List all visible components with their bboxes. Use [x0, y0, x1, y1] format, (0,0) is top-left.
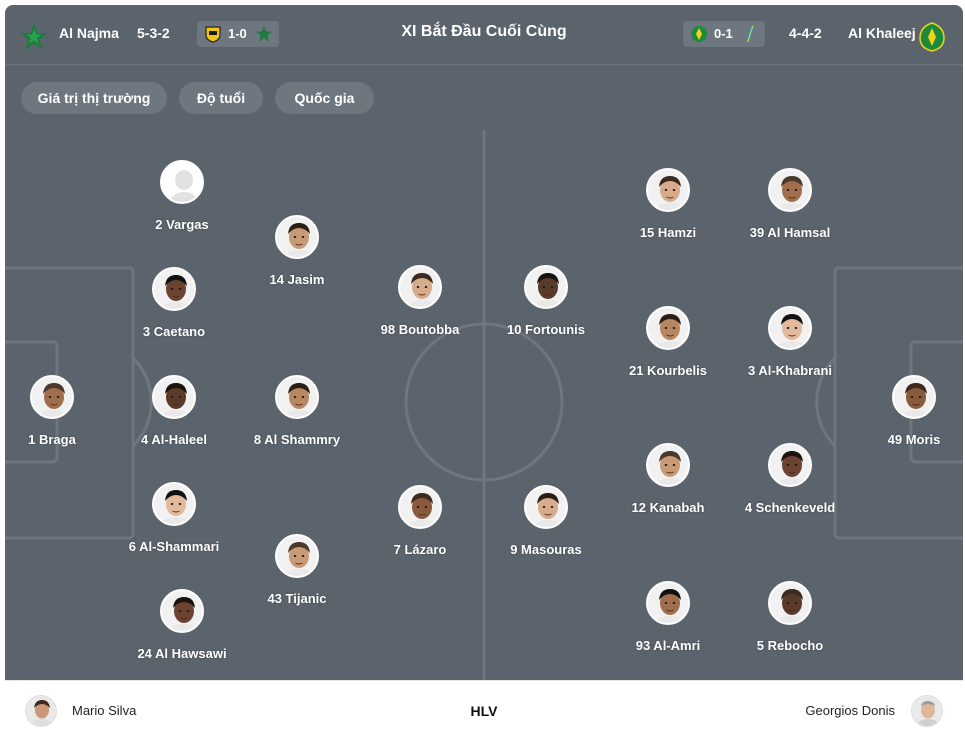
al-najma-mini-icon: [255, 25, 273, 42]
lineup-header: Al Najma 5-3-2 1-0 XI Bắt Đầu Cuối Cùng …: [5, 5, 963, 65]
player-name: 6 Al-Shammari: [128, 539, 220, 554]
player-avatar-icon: [524, 485, 568, 529]
player-avatar-icon: [768, 168, 812, 212]
player-name: 4 Al-Haleel: [141, 432, 207, 447]
player-name: 8 Al Shammry: [253, 432, 341, 447]
player-name: 9 Masouras: [510, 542, 582, 557]
player-name: 98 Boutobba: [380, 322, 460, 337]
away-player-93-al-amri[interactable]: 93 Al-Amri: [598, 581, 738, 653]
player-avatar-icon: [275, 534, 319, 578]
player-avatar-icon: [152, 482, 196, 526]
player-avatar-icon: [152, 267, 196, 311]
home-player-43-tijanic[interactable]: 43 Tijanic: [227, 534, 367, 606]
home-player-24-al-hawsawi[interactable]: 24 Al Hawsawi: [112, 589, 252, 661]
al-khaleej-mini-icon: [691, 26, 707, 42]
player-avatar-icon: [768, 581, 812, 625]
home-player-7-lazaro[interactable]: 7 Lázaro: [350, 485, 490, 557]
home-team-name[interactable]: Al Najma: [59, 25, 119, 41]
home-coach-avatar: [25, 695, 57, 727]
player-avatar-icon: [768, 443, 812, 487]
home-formation: 5-3-2: [137, 25, 170, 41]
pitch: 2 Vargas 14 Jasim 3 Caetano 98 Boutobba 1 Br…: [5, 130, 963, 680]
player-name: 3 Al-Khabrani: [747, 363, 833, 378]
home-player-4-al-haleel[interactable]: 4 Al-Haleel: [104, 375, 244, 447]
player-avatar-icon: [275, 375, 319, 419]
home-player-2-vargas[interactable]: 2 Vargas: [112, 160, 252, 232]
player-name: 21 Kourbelis: [628, 363, 708, 378]
away-player-49-moris[interactable]: 49 Moris: [844, 375, 963, 447]
home-player-14-jasim[interactable]: 14 Jasim: [227, 215, 367, 287]
away-player-5-rebocho[interactable]: 5 Rebocho: [720, 581, 860, 653]
away-player-21-kourbelis[interactable]: 21 Kourbelis: [598, 306, 738, 378]
player-avatar-icon: [768, 306, 812, 350]
player-name: 14 Jasim: [269, 272, 325, 287]
player-name: 4 Schenkeveld: [744, 500, 836, 515]
away-coach-name[interactable]: Georgios Donis: [805, 703, 895, 718]
al-najma-logo-icon: [20, 23, 48, 50]
player-name: 3 Caetano: [142, 324, 206, 339]
away-player-39-al-hamsal[interactable]: 39 Al Hamsal: [720, 168, 860, 240]
player-name: 5 Rebocho: [756, 638, 824, 653]
player-avatar-icon: [646, 306, 690, 350]
filter-age[interactable]: Độ tuổi: [179, 82, 263, 114]
away-team-name[interactable]: Al Khaleej: [848, 25, 916, 41]
home-player-6-al-shammari[interactable]: 6 Al-Shammari: [104, 482, 244, 554]
away-player-4-schenkeveld[interactable]: 4 Schenkeveld: [720, 443, 860, 515]
player-avatar-icon: [524, 265, 568, 309]
home-coach-face-icon: [26, 696, 56, 726]
player-name: 39 Al Hamsal: [749, 225, 831, 240]
player-avatar-icon: [160, 589, 204, 633]
away-last-match[interactable]: 0-1: [683, 21, 765, 47]
home-last-match-score: 1-0: [228, 26, 247, 41]
filter-country[interactable]: Quốc gia: [275, 82, 374, 114]
opponent-crest-icon: [205, 26, 221, 43]
player-name: 10 Fortounis: [506, 322, 585, 337]
player-avatar-icon: [160, 160, 204, 204]
al-khaleej-logo-icon: [919, 22, 945, 52]
player-avatar-icon: [30, 375, 74, 419]
player-name: 43 Tijanic: [267, 591, 327, 606]
home-player-3-caetano[interactable]: 3 Caetano: [104, 267, 244, 339]
away-player-10-fortounis[interactable]: 10 Fortounis: [476, 265, 616, 337]
home-player-8-al-shammry[interactable]: 8 Al Shammry: [227, 375, 367, 447]
player-avatar-icon: [275, 215, 319, 259]
player-avatar-icon: [398, 485, 442, 529]
away-player-9-masouras[interactable]: 9 Masouras: [476, 485, 616, 557]
away-player-15-hamzi[interactable]: 15 Hamzi: [598, 168, 738, 240]
away-coach-avatar: [911, 695, 943, 727]
home-player-98-boutobba[interactable]: 98 Boutobba: [350, 265, 490, 337]
coach-bar: Mario Silva HLV Georgios Donis: [5, 680, 963, 740]
lineup-title: XI Bắt Đầu Cuối Cùng: [401, 23, 567, 40]
player-avatar-icon: [398, 265, 442, 309]
player-name: 2 Vargas: [155, 217, 209, 232]
away-formation: 4-4-2: [789, 25, 822, 41]
player-avatar-icon: [892, 375, 936, 419]
player-name: 7 Lázaro: [393, 542, 447, 557]
player-name: 1 Braga: [28, 432, 76, 447]
away-player-3-al-khabrani[interactable]: 3 Al-Khabrani: [720, 306, 860, 378]
coach-label: HLV: [470, 703, 498, 719]
filter-market-value[interactable]: Giá trị thị trường: [21, 82, 167, 114]
player-avatar-icon: [646, 581, 690, 625]
filter-bar: Giá trị thị trường Độ tuổi Quốc gia: [5, 65, 963, 130]
home-last-match[interactable]: 1-0: [197, 21, 279, 47]
away-last-match-score: 0-1: [714, 26, 733, 41]
player-name: 24 Al Hawsawi: [137, 646, 227, 661]
opponent-feather-icon: [747, 25, 754, 43]
home-coach-name[interactable]: Mario Silva: [72, 703, 137, 718]
player-avatar-icon: [646, 443, 690, 487]
player-name: 93 Al-Amri: [635, 638, 701, 653]
player-avatar-icon: [646, 168, 690, 212]
player-name: 15 Hamzi: [639, 225, 697, 240]
away-player-12-kanabah[interactable]: 12 Kanabah: [598, 443, 738, 515]
player-avatar-icon: [152, 375, 196, 419]
away-coach-face-icon: [912, 696, 942, 726]
home-player-1-braga[interactable]: 1 Braga: [5, 375, 122, 447]
player-name: 12 Kanabah: [631, 500, 705, 515]
player-name: 49 Moris: [887, 432, 941, 447]
